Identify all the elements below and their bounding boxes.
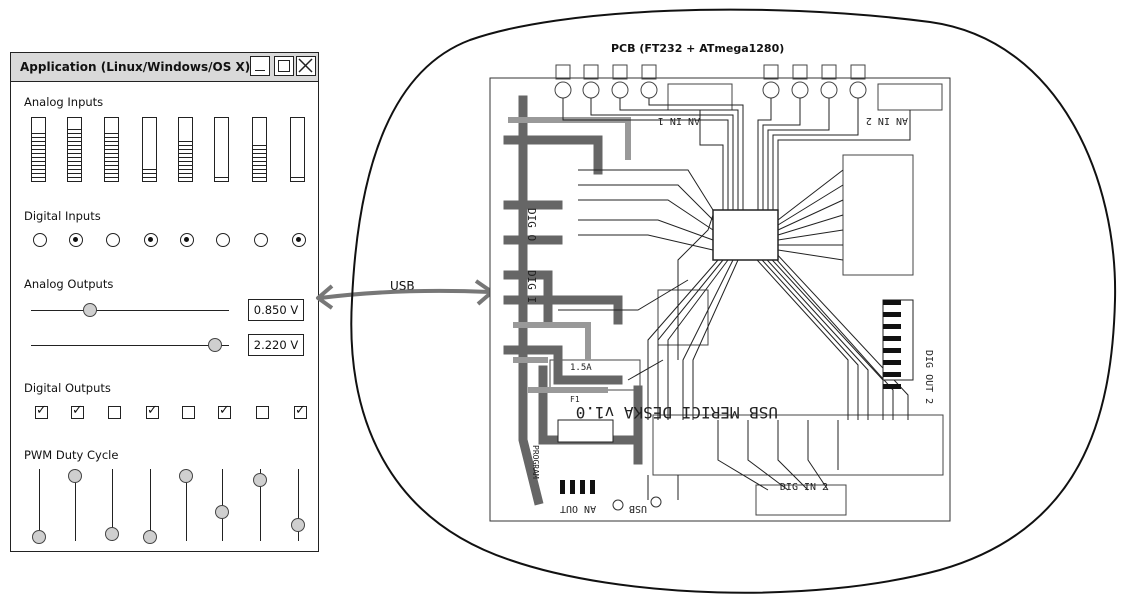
pcb-label-fuse-rating: 1.5A: [570, 363, 592, 373]
pcb-label-dig-i: DIG I: [525, 270, 538, 303]
pcb-board: USB MERICI DESKA v1.0 DIG O DIG I AN IN …: [488, 60, 953, 525]
pcb-label-program: PROGRAM: [531, 445, 540, 479]
pcb-label-an-out: AN OUT: [560, 503, 596, 514]
pcb-label-dig-out-2: DIG OUT 2: [923, 350, 934, 404]
pcb-label-usb: USB: [629, 503, 647, 514]
microcontroller-chip: [713, 210, 778, 260]
pcb-board-text: USB MERICI DESKA v1.0: [576, 403, 778, 422]
pcb-label-dig-in-2: DIG IN 2: [780, 482, 828, 493]
pcb-title: PCB (FT232 + ATmega1280): [611, 42, 784, 55]
pcb-label-an-in-1: AN IN 1: [658, 115, 700, 126]
pcb-label-an-in-2: AN IN 2: [866, 115, 908, 126]
pcb-label-dig-o: DIG O: [525, 208, 538, 241]
pcb-label-fuse: F1: [570, 395, 580, 404]
